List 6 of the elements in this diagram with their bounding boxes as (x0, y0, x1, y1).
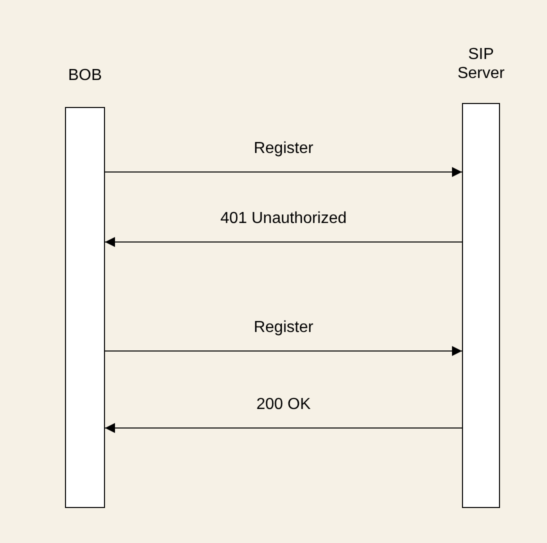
participant-label: BOB (67, 66, 103, 85)
message-arrow (104, 167, 462, 177)
message-arrow (104, 237, 462, 247)
message-arrow (104, 346, 462, 356)
message-arrow (104, 423, 462, 433)
participant-label: SIP Server (456, 45, 506, 83)
